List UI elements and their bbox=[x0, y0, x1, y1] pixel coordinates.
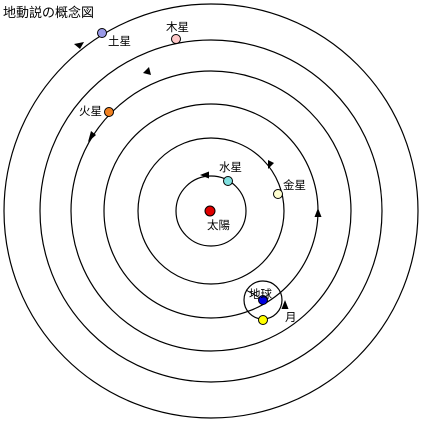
jupiter-dot bbox=[171, 34, 181, 44]
earth-dot bbox=[258, 295, 268, 305]
sun-label: 太陽 bbox=[207, 218, 230, 232]
arrow-mars-orbit bbox=[88, 131, 96, 142]
saturn-label: 土星 bbox=[108, 34, 131, 48]
arrow-jupiter-orbit bbox=[143, 67, 151, 75]
arrow-earth-orbit bbox=[314, 208, 322, 217]
venus-dot bbox=[273, 189, 283, 199]
saturn-dot bbox=[97, 28, 107, 38]
orbit-mercury bbox=[137, 137, 285, 285]
earth-label: 地球 bbox=[249, 287, 272, 301]
jupiter-label: 木星 bbox=[166, 20, 189, 34]
orbit-mars bbox=[39, 39, 383, 383]
orbit-inner bbox=[175, 175, 247, 247]
arrow-saturn-orbit bbox=[74, 42, 84, 49]
mars-label: 火星 bbox=[79, 104, 102, 118]
moon-dot bbox=[258, 315, 268, 325]
diagram-title: 地動説の概念図 bbox=[3, 6, 95, 21]
arrow-venus-orbit bbox=[268, 160, 274, 169]
venus-label: 金星 bbox=[283, 178, 306, 192]
sun-dot bbox=[204, 205, 216, 217]
moon-label: 月 bbox=[285, 310, 297, 324]
mercury-label: 水星 bbox=[219, 160, 242, 174]
mercury-dot bbox=[223, 176, 233, 186]
arrow-mercury-orbit bbox=[200, 171, 209, 179]
mars-dot bbox=[104, 107, 114, 117]
arrow-moon-orbit bbox=[281, 300, 289, 309]
earth-pointer-line bbox=[245, 289, 261, 299]
orbit-outer bbox=[3, 3, 419, 419]
orbit-earth bbox=[70, 70, 352, 352]
